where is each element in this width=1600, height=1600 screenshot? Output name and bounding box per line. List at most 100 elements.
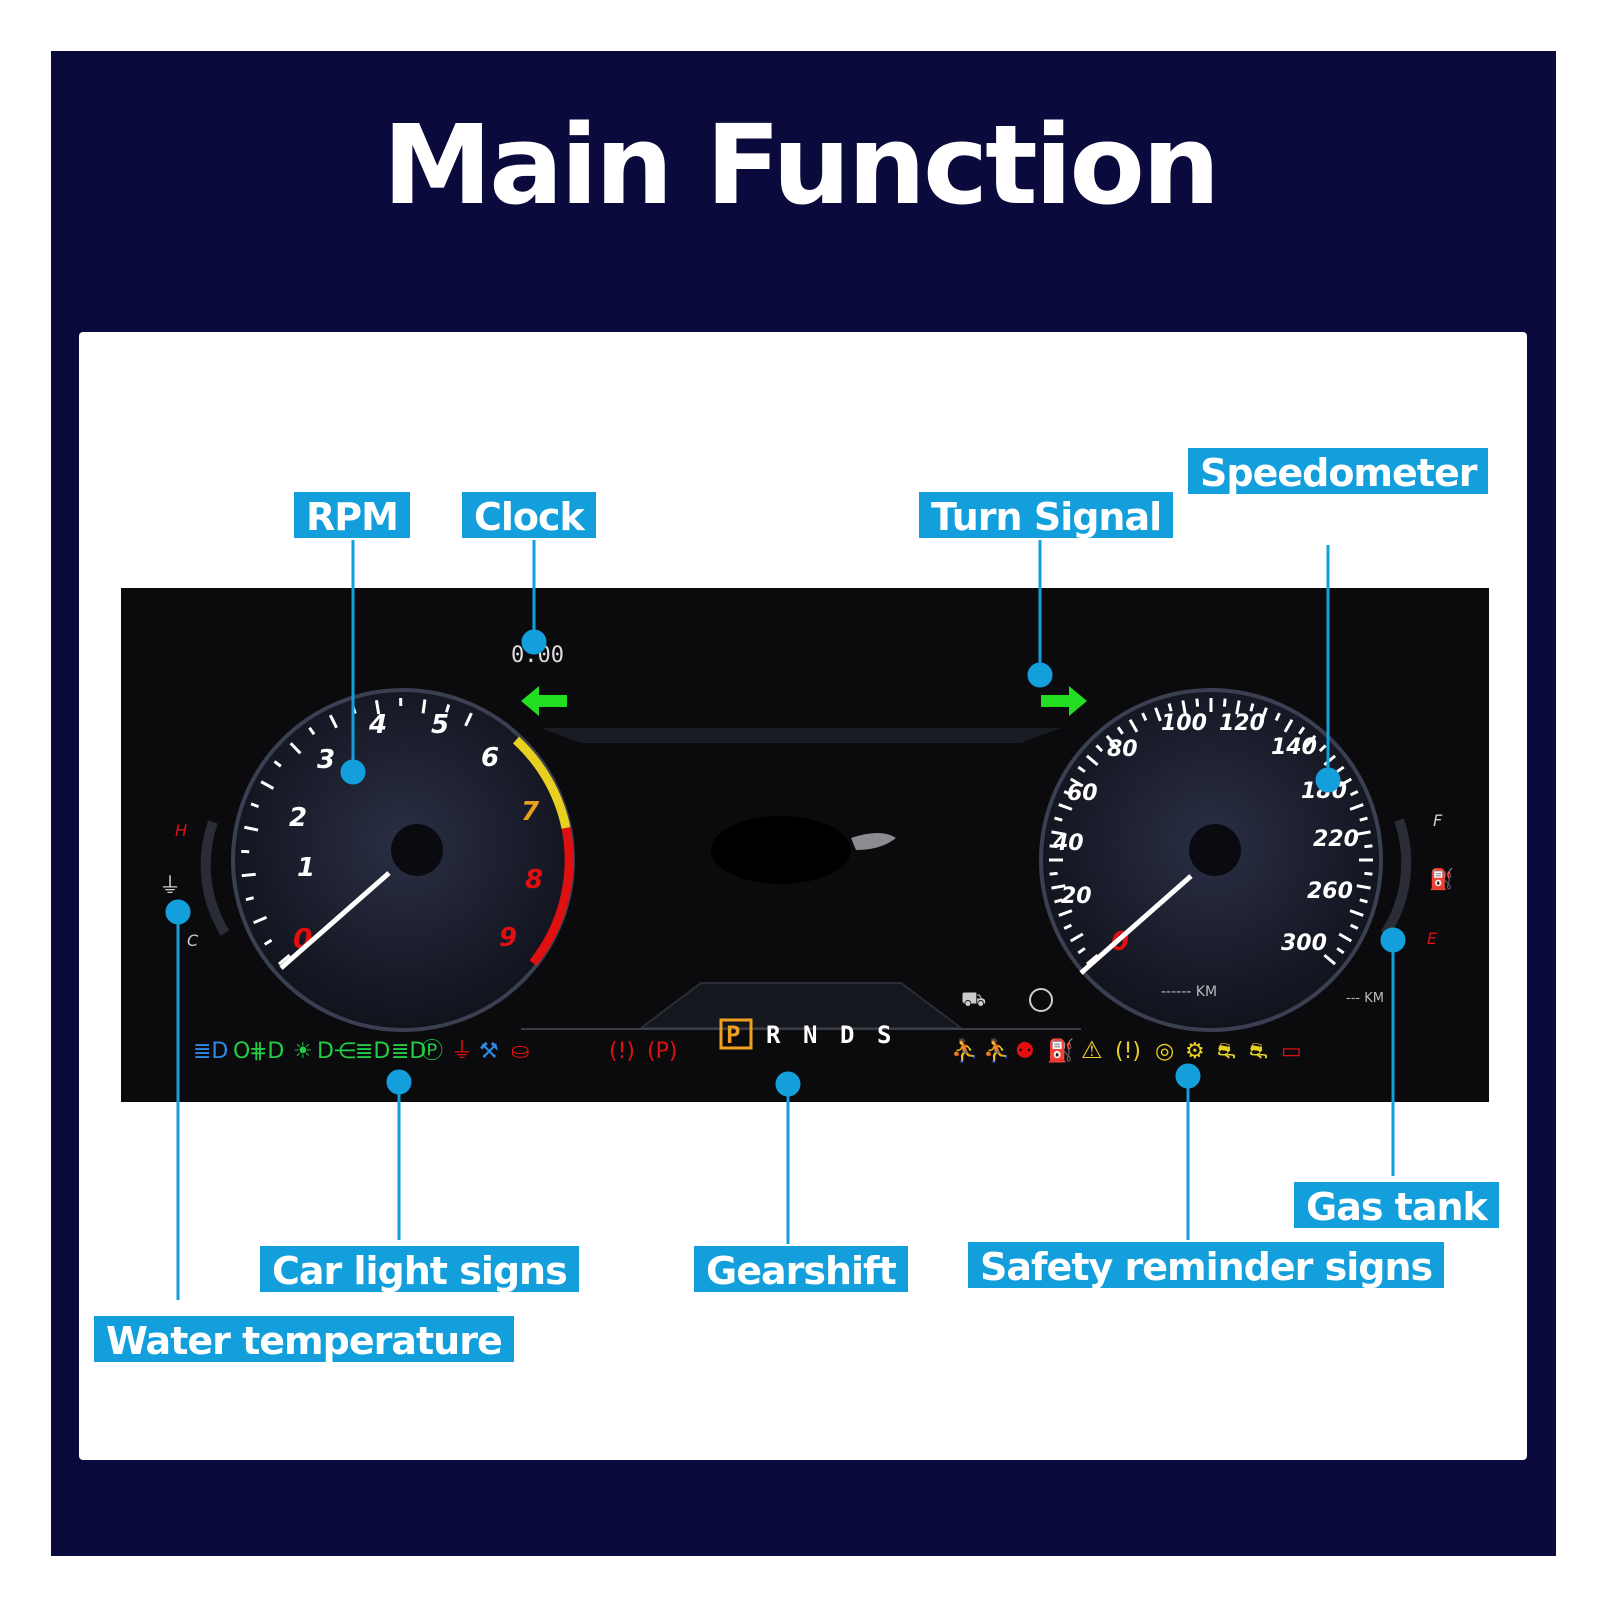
gauge-tick: [1049, 844, 1058, 849]
tach-label-1: 1: [297, 853, 315, 883]
safety-dot: [1175, 1063, 1201, 1089]
speed-label-300: 300: [1281, 931, 1327, 956]
auto-light-icon: ≣D: [391, 1039, 426, 1064]
gauge-tick: [253, 915, 268, 925]
speed-label-220: 220: [1313, 827, 1359, 852]
front-fog-icon: ⋕D: [249, 1039, 284, 1064]
fuel-full-label: F: [1433, 811, 1443, 830]
gauge-tick: [1222, 698, 1227, 707]
gear-d: D: [840, 1021, 854, 1049]
clock-callout: Clock: [460, 490, 598, 540]
airbag-icon: ⚉: [1015, 1039, 1035, 1064]
oil-icon: ⛽: [1047, 1038, 1074, 1064]
gauge-tick: [1349, 909, 1364, 917]
seatbelt-passenger-icon: ⛹: [983, 1037, 1010, 1064]
abs-icon: ◎: [1155, 1039, 1174, 1064]
engine-icon: ⚙: [1185, 1039, 1205, 1064]
gauge-tick: [250, 802, 260, 809]
center-car-detail: [851, 833, 896, 850]
speedometer-tick-marks: [1049, 698, 1373, 966]
odometer-readout: ------ KM: [1161, 984, 1217, 1000]
clock-dot: [521, 629, 547, 655]
battery-icon: ▭: [1281, 1039, 1302, 1064]
gauge-tick: [1283, 718, 1294, 733]
gauge-tick: [1364, 844, 1373, 849]
tach-label-4: 4: [368, 710, 387, 740]
gauge-tick: [1077, 947, 1086, 955]
safety-signs-row: ⛹ ⛹ ⚉ ⛽ ⚠ (!) ◎ ⚙ ⛐ ⛐ ▭: [951, 1036, 1302, 1064]
gear-r: R: [766, 1021, 781, 1049]
tachometer-tick-marks: [241, 697, 473, 966]
gauge-tick: [1356, 830, 1371, 836]
gauge-tick: [1058, 909, 1073, 917]
gauge-tick: [1051, 830, 1066, 836]
gauge-tick: [260, 780, 275, 790]
gauge-tick: [1323, 754, 1337, 767]
gauge-tick: [1349, 790, 1359, 797]
gauge-tick: [1359, 898, 1368, 904]
water-temperature-callout: Water temperature: [92, 1314, 516, 1364]
rpm-dot: [340, 759, 366, 785]
stability-icon: ⛐: [1217, 1039, 1236, 1064]
gauge-tick: [421, 699, 427, 714]
gearshift-dot: [775, 1071, 801, 1097]
car-light-signs-callout: Car light signs: [258, 1244, 581, 1294]
gauge-tick: [1095, 744, 1104, 753]
gauge-tick: [1195, 698, 1200, 707]
gauge-tick: [1318, 744, 1327, 753]
thermometer-icon: ⏚: [159, 874, 181, 899]
water-temp-gauge: H C ⏚: [159, 820, 230, 950]
tach-label-8: 8: [525, 865, 543, 895]
gauge-tick: [1359, 816, 1368, 822]
gauge-tick: [1356, 884, 1371, 890]
speed-label-100: 100: [1161, 711, 1207, 736]
gauge-tick: [277, 953, 291, 966]
gauge-tick: [1249, 703, 1255, 712]
tach-warn-arc: [512, 736, 571, 829]
tach-label-2: 2: [289, 803, 307, 833]
gear-active-box: [719, 1018, 753, 1050]
speed-label-80: 80: [1107, 737, 1138, 762]
gauge-tick: [1235, 700, 1241, 715]
speedometer-callout: Speedometer: [1186, 446, 1491, 496]
gauge-tick: [1336, 765, 1345, 773]
turn-signal-dot: [1027, 662, 1053, 688]
gear-s: S: [877, 1021, 891, 1049]
tachometer: 1 2 3 4 5 6 7 8 9 0: [231, 688, 575, 1032]
speed-hub: [1189, 824, 1241, 876]
gauge-tick: [1364, 871, 1373, 876]
tach-label-7: 7: [521, 797, 540, 827]
car-light-dot: [386, 1069, 412, 1095]
gas-tank-callout: Gas tank: [1292, 1180, 1501, 1230]
gauge-tick: [308, 726, 316, 736]
parking-light-icon: O: [233, 1039, 250, 1064]
brake-system-icon: (!): [609, 1039, 635, 1064]
gauge-tick: [1054, 816, 1063, 822]
gauge-tick: [1154, 707, 1162, 722]
park-brake-warning-icon: (P): [647, 1039, 677, 1064]
speedometer-dot: [1315, 767, 1341, 793]
rear-fog-icon: D⋲: [317, 1039, 356, 1064]
page-title: Main Function: [382, 101, 1221, 229]
gauge-tick: [464, 712, 473, 727]
high-beam-icon: ≣D: [355, 1039, 390, 1064]
water-temp-dot: [165, 899, 191, 925]
gauge-tick: [1051, 884, 1066, 890]
gauge-tick: [1336, 947, 1345, 955]
speed-needle: [1079, 874, 1193, 975]
gauge-tick: [1054, 898, 1063, 904]
gauge-tick: [1349, 923, 1359, 930]
gauge-tick: [374, 699, 381, 715]
temp-low-label: C: [187, 931, 199, 950]
center-car-icon: [711, 816, 851, 884]
gauge-tick: [1063, 790, 1073, 797]
gauge-tick: [1167, 703, 1173, 712]
gauge-tick: [273, 760, 282, 768]
gauge-tick: [1349, 803, 1364, 811]
speed-label-260: 260: [1307, 879, 1353, 904]
gauge-tick: [1077, 765, 1086, 773]
coolant-warning-icon: ⏚: [451, 1039, 473, 1064]
instrument-cluster: 1 2 3 4 5 6 7 8 9 0 H C ⏚ 0:00 20: [121, 588, 1489, 1102]
gear-p: P: [726, 1021, 740, 1049]
